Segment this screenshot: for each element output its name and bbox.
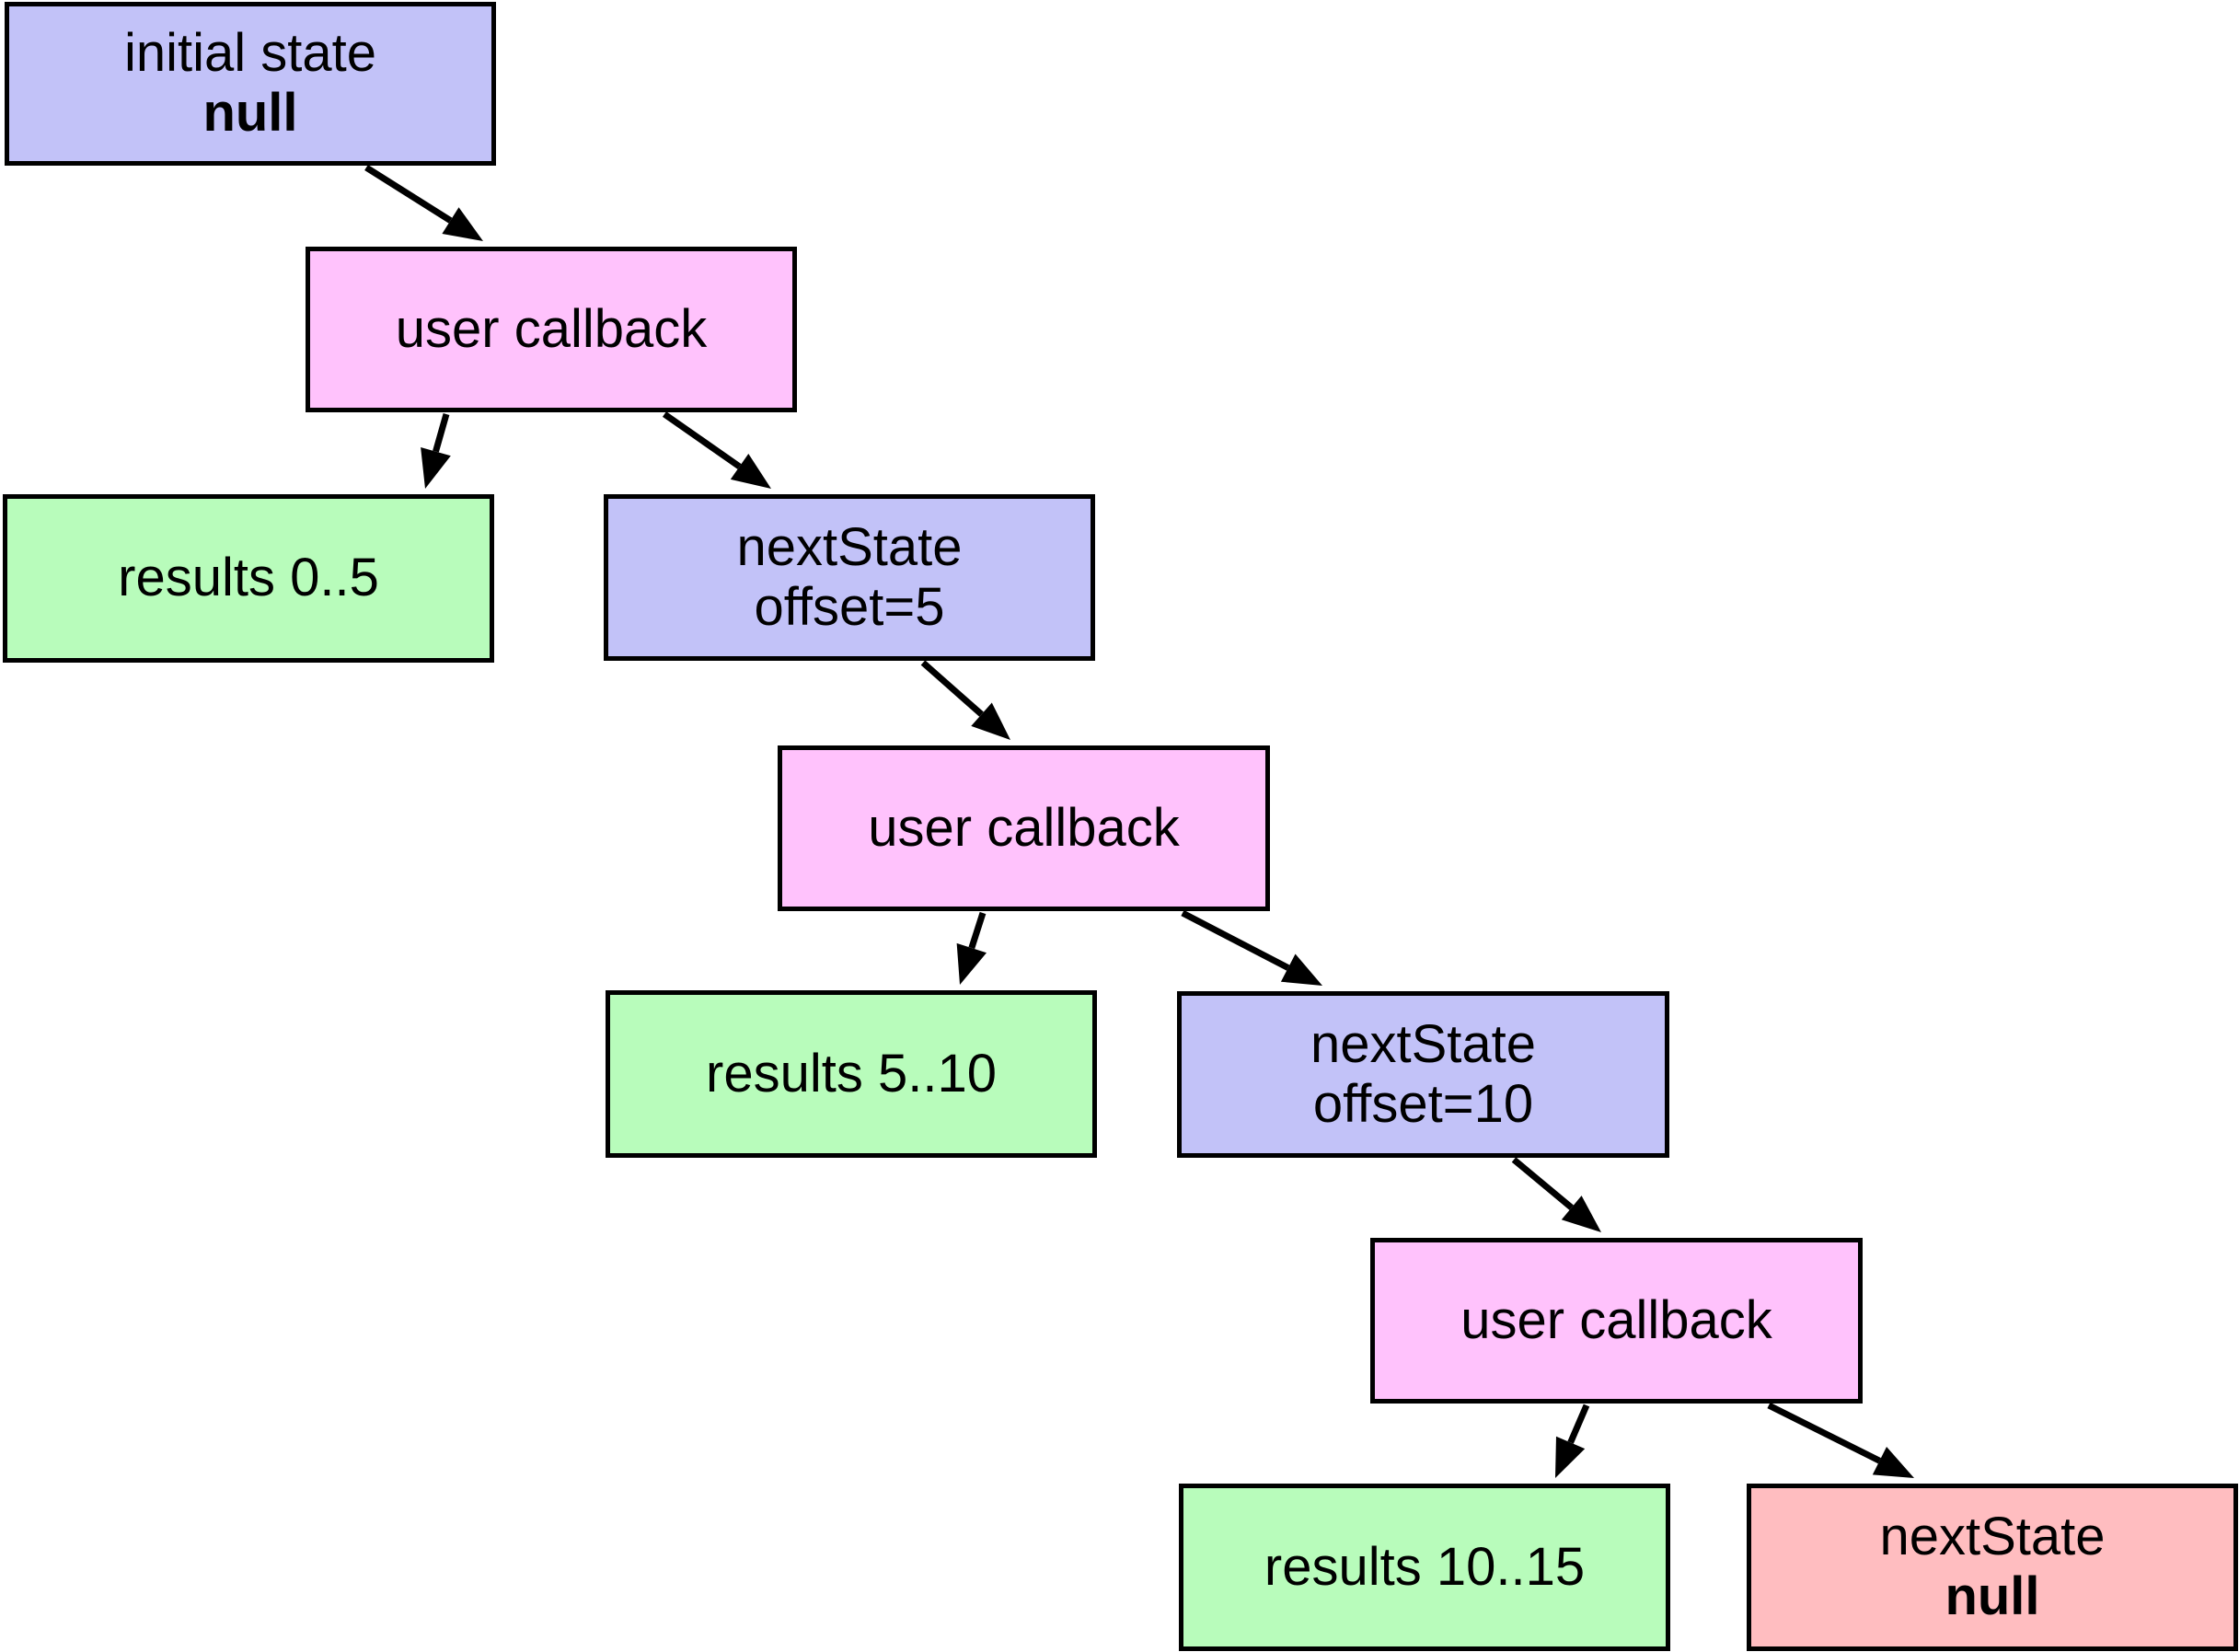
node-label-primary: nextState xyxy=(1310,1013,1537,1074)
edge-line xyxy=(364,165,453,224)
node-label-secondary: offset=10 xyxy=(1312,1073,1534,1134)
node-label-primary: results 5..10 xyxy=(706,1043,997,1103)
edge-arrowhead xyxy=(1555,1436,1586,1478)
edge-arrowhead xyxy=(730,454,771,489)
user-callback-node-3[interactable]: user callback xyxy=(1370,1238,1863,1404)
edge-line xyxy=(1567,1404,1590,1444)
node-label-secondary: null xyxy=(202,83,298,143)
edge-line xyxy=(433,413,450,453)
edge-line xyxy=(1181,909,1290,971)
node-label-primary: user callback xyxy=(395,298,708,359)
edge-user-callback-3-to-next-state-null xyxy=(1767,1402,1914,1478)
user-callback-node-2[interactable]: user callback xyxy=(778,745,1270,911)
edge-arrowhead xyxy=(1280,953,1322,986)
edge-line xyxy=(1511,1157,1574,1210)
edge-line xyxy=(968,911,987,950)
edge-user-callback-1-to-results-0-5 xyxy=(421,413,451,489)
edge-next-state-10-to-user-callback-3 xyxy=(1511,1157,1601,1232)
user-callback-node-1[interactable]: user callback xyxy=(306,247,797,412)
edge-line xyxy=(1767,1402,1881,1464)
edge-initial-state-to-user-callback-1 xyxy=(364,165,483,241)
edge-arrowhead xyxy=(421,446,451,489)
results-node-10-15[interactable]: results 10..15 xyxy=(1179,1484,1670,1651)
edge-arrowhead xyxy=(442,207,483,241)
edge-user-callback-2-to-next-state-10 xyxy=(1181,909,1322,986)
edge-user-callback-2-to-results-5-10 xyxy=(956,911,987,985)
node-label-primary: user callback xyxy=(868,797,1180,858)
node-label-primary: nextState xyxy=(736,516,963,577)
edge-user-callback-3-to-results-10-15 xyxy=(1555,1404,1590,1478)
node-label-primary: user callback xyxy=(1460,1289,1772,1350)
results-node-5-10[interactable]: results 5..10 xyxy=(606,990,1097,1158)
edge-line xyxy=(920,660,984,717)
node-label-primary: results 10..15 xyxy=(1264,1536,1586,1597)
edge-arrowhead xyxy=(971,702,1010,740)
node-label-primary: initial state xyxy=(123,23,377,84)
edge-arrowhead xyxy=(956,942,987,985)
node-label-secondary: offset=5 xyxy=(754,576,945,637)
node-label-primary: nextState xyxy=(1879,1507,2106,1567)
results-node-0-5[interactable]: results 0..5 xyxy=(3,494,494,663)
edge-line xyxy=(662,411,742,469)
edge-user-callback-1-to-next-state-5 xyxy=(662,411,771,489)
edge-next-state-5-to-user-callback-2 xyxy=(920,660,1010,740)
edge-arrowhead xyxy=(1872,1447,1914,1478)
node-label-secondary: null xyxy=(1945,1566,2040,1626)
node-label-primary: results 0..5 xyxy=(118,548,379,608)
edge-arrowhead xyxy=(1561,1196,1601,1232)
